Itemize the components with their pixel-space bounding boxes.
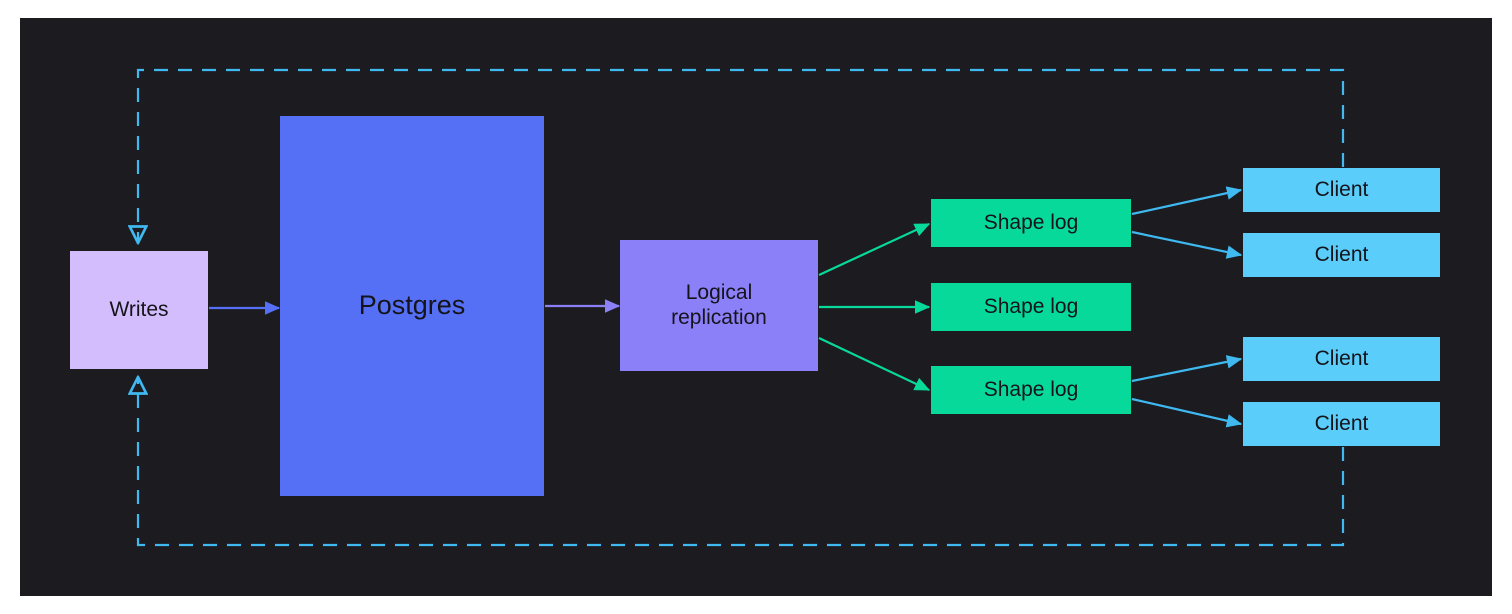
- edge-shapelog1-to-client2: [1131, 230, 1243, 259]
- node-client-4-label: Client: [1314, 411, 1369, 435]
- edge-logical-to-shapelog-3: [818, 337, 931, 391]
- node-shape-log-2-label: Shape log: [983, 294, 1079, 318]
- node-client-2[interactable]: Client: [1243, 233, 1440, 277]
- node-writes[interactable]: Writes: [70, 251, 208, 369]
- node-client-1-label: Client: [1314, 177, 1369, 201]
- node-shape-log-3[interactable]: Shape log: [931, 366, 1131, 414]
- node-postgres-label: Postgres: [358, 290, 466, 321]
- edge-shapelog3-to-client3: [1131, 355, 1243, 383]
- edge-shapelog1-to-client1: [1131, 186, 1243, 216]
- edge-logical-to-shapelog-1: [818, 223, 931, 276]
- node-shape-log-1[interactable]: Shape log: [931, 199, 1131, 247]
- node-logical-replication-label-line2: replication: [671, 305, 767, 329]
- node-client-1[interactable]: Client: [1243, 168, 1440, 212]
- node-shape-log-2[interactable]: Shape log: [931, 283, 1131, 331]
- edge-client-writeback-top: [138, 68, 1345, 243]
- node-writes-label: Writes: [109, 297, 169, 321]
- node-shape-log-1-label: Shape log: [983, 210, 1079, 234]
- node-shape-log-3-label: Shape log: [983, 377, 1079, 401]
- node-logical-replication-label-line1: Logical: [685, 280, 753, 304]
- edge-client-writeback-bottom: [138, 377, 1345, 547]
- node-client-4[interactable]: Client: [1243, 402, 1440, 446]
- node-client-3-label: Client: [1314, 346, 1369, 370]
- node-client-2-label: Client: [1314, 242, 1369, 266]
- node-client-3[interactable]: Client: [1243, 337, 1440, 381]
- node-postgres[interactable]: Postgres: [280, 116, 544, 496]
- edge-shapelog3-to-client4: [1131, 397, 1243, 428]
- node-logical-replication[interactable]: Logical replication: [620, 240, 818, 371]
